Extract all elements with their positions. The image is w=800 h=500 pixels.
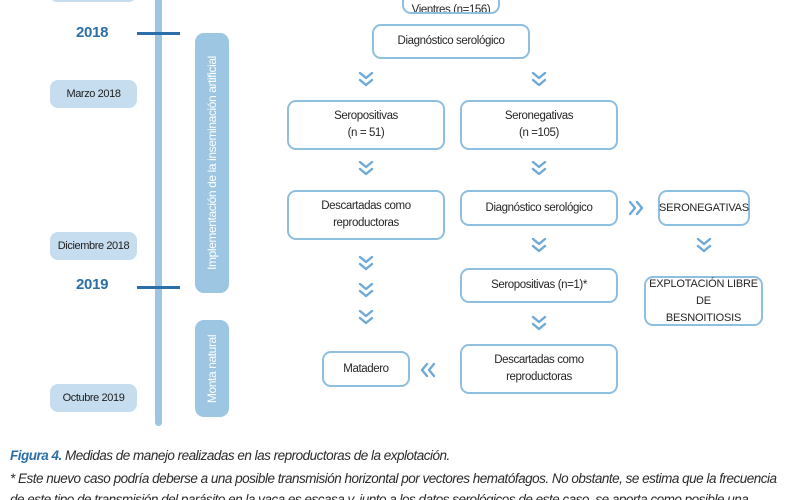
flow-box-diagnosis-2: Diagnóstico serológico	[460, 190, 618, 226]
chevron-down-icon	[358, 256, 374, 272]
flow-seronegatives-final-text: SERONEGATIVAS	[659, 201, 749, 214]
date-pill-december-2018: Diciembre 2018	[50, 232, 137, 260]
flow-box-discarded-1: Descartadas como reproductoras	[287, 190, 445, 240]
year-label-2018: 2018	[76, 24, 109, 41]
flow-box-herd: Vientres (n=156)	[402, 0, 500, 14]
figure-title: Medidas de manejo realizadas en las repr…	[61, 448, 450, 463]
flow-discarded-1-line1: Descartadas como	[321, 200, 411, 212]
figure-note-line-1: * Este nuevo caso podría deberse a una p…	[10, 471, 777, 486]
flow-box-seropositive-2: Seropositivas (n=1)*	[460, 268, 618, 303]
flow-box-seropositive: Seropositivas (n = 51)	[287, 100, 445, 150]
chevron-down-icon	[531, 72, 547, 88]
flow-box-discarded-2: Descartadas como reproductoras	[460, 344, 618, 394]
timeline-tick-2019	[137, 286, 180, 289]
flow-free-line1: EXPLOTACIÓN LIBRE DE	[649, 277, 758, 307]
phase-artificial-insemination: Implementación de la inseminación artifi…	[195, 33, 229, 293]
timeline-bar	[155, 0, 162, 426]
flow-box-free-of-besnoitiosis: EXPLOTACIÓN LIBRE DE BESNOITIOSIS	[644, 276, 763, 326]
chevron-down-icon	[531, 316, 547, 332]
chevron-down-icon	[358, 310, 374, 326]
figure-caption: Figura 4. Medidas de manejo realizadas e…	[10, 448, 450, 463]
phase-label-artificial-insemination: Implementación de la inseminación artifi…	[205, 56, 219, 270]
flow-box-seronegatives-final: SERONEGATIVAS	[658, 190, 750, 226]
phase-label-natural-mating: Monta natural	[205, 334, 219, 403]
flow-discarded-1-line2: reproductoras	[333, 217, 399, 229]
chevron-right-icon	[629, 200, 645, 216]
figure-label: Figura 4.	[10, 448, 62, 463]
chevron-down-icon	[358, 283, 374, 299]
flow-free-line2: BESNOITIOSIS	[665, 311, 742, 324]
flow-seronegative-count: (n =105)	[519, 127, 559, 139]
flow-slaughterhouse-text: Matadero	[343, 362, 389, 375]
chevron-down-icon	[531, 161, 547, 177]
chevron-down-icon	[696, 238, 712, 254]
flow-seronegative-label: Seronegativas	[504, 110, 574, 122]
flow-box-diagnosis-1: Diagnóstico serológico	[372, 24, 530, 59]
flow-seropositive-2-text: Seropositivas (n=1)*	[491, 279, 587, 291]
timeline-tick-2018	[137, 32, 180, 35]
flow-discarded-2-line2: reproductoras	[506, 371, 572, 383]
flow-seropositive-label: Seropositivas	[334, 110, 398, 122]
phase-natural-mating: Monta natural	[195, 320, 229, 417]
year-label-2019: 2019	[76, 276, 109, 293]
flow-seropositive-count: (n = 51)	[347, 127, 385, 139]
chevron-down-icon	[531, 238, 547, 254]
flow-discarded-2-line1: Descartadas como	[494, 354, 584, 366]
flow-diagnosis-2-text: Diagnóstico serológico	[485, 201, 593, 214]
flow-diagnosis-1-text: Diagnóstico serológico	[397, 35, 505, 47]
date-pill-march-2018: Marzo 2018	[50, 80, 137, 108]
figure-note-line-2: de este tipo de transmisión del parásito…	[10, 492, 749, 500]
flow-box-seronegative: Seronegativas (n =105)	[460, 100, 618, 150]
date-pill-october-2019: Octubre 2019	[50, 384, 137, 412]
date-pill-clipped	[50, 0, 136, 2]
chevron-down-icon	[358, 72, 374, 88]
chevron-down-icon	[358, 161, 374, 177]
flow-herd-text: Vientres (n=156)	[411, 4, 491, 14]
flow-box-slaughterhouse: Matadero	[322, 351, 410, 387]
chevron-left-icon	[419, 362, 435, 378]
